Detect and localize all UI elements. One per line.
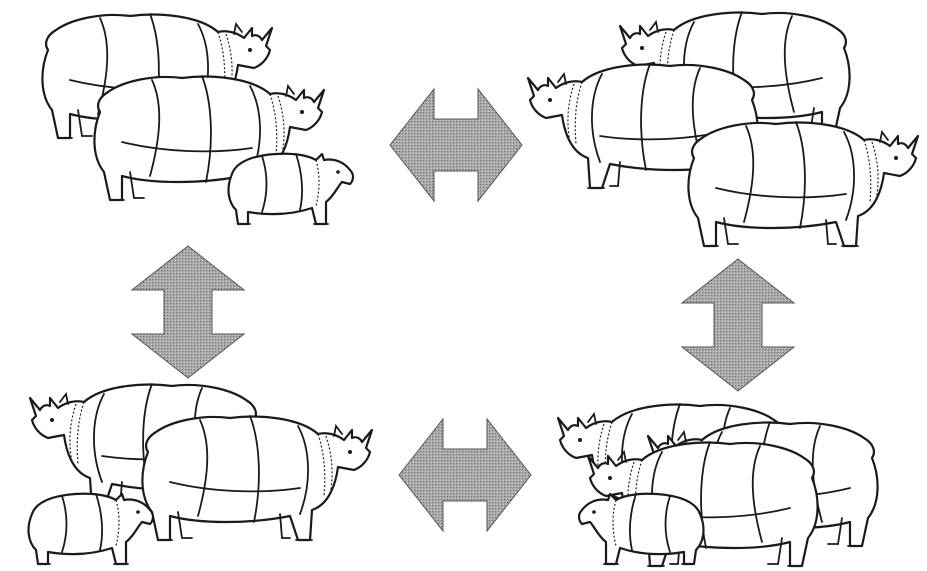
- rhino-group-transition-diagram: [0, 0, 927, 571]
